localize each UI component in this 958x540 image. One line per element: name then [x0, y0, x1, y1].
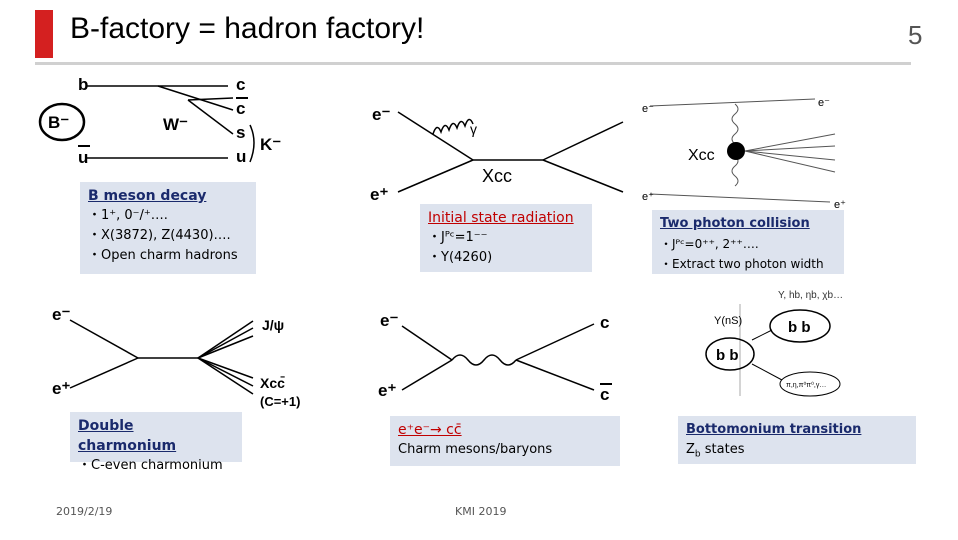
charm-pair-c: c — [600, 313, 609, 332]
isr-xcc: Xcc — [482, 166, 512, 186]
two-photon-line2: ・Extract two photon width — [660, 257, 824, 271]
bottomonium-heading: Bottomonium transition — [686, 422, 862, 437]
double-charmonium-box: Double charmonium ・C-even charmonium — [70, 412, 242, 473]
b-decay-bminus: B⁻ — [48, 113, 69, 132]
charm-pair-cbar: c — [600, 385, 609, 404]
title-divider — [35, 62, 911, 65]
bottomonium-top-label: Y, hb, ηb, χb… — [778, 290, 843, 301]
b-decay-u: u — [236, 147, 246, 166]
two-photon-diagram: e⁻ e⁻ e⁺ e⁺ Xcc — [642, 97, 846, 209]
b-meson-line3: ・Open charm hadrons — [88, 248, 238, 263]
b-decay-wminus: W⁻ — [163, 115, 188, 134]
b-meson-box: B meson decay ・1⁺, 0⁻/⁺…. ・X(3872), Z(44… — [80, 182, 256, 274]
isr-eplus: e⁺ — [370, 185, 388, 204]
charm-pair-diagram: e⁻ e⁺ c c — [378, 311, 612, 404]
two-photon-eminus-in: e⁻ — [642, 103, 654, 115]
bottomonium-box: Bottomonium transition Zb states — [678, 416, 916, 464]
bottomonium-small: π,η,π⁰π⁰,γ… — [786, 381, 826, 389]
charm-pair-eplus: e⁺ — [378, 381, 396, 400]
isr-gamma: γ — [470, 121, 477, 137]
b-decay-ubar: u — [78, 148, 88, 167]
b-decay-b: b — [78, 75, 88, 94]
b-decay-diagram: b u B⁻ W⁻ c c s u K⁻ — [38, 75, 281, 167]
isr-eminus: e⁻ — [372, 105, 390, 124]
double-cplus: (C=+1) — [260, 394, 300, 409]
two-photon-xcc: Xcc — [688, 147, 715, 164]
two-photon-eplus-in: e⁺ — [642, 191, 654, 203]
b-meson-line2: ・X(3872), Z(4430)…. — [88, 228, 231, 243]
isr-line1: ・Jᴾᶜ=1⁻⁻ — [428, 230, 488, 245]
bottomonium-line1: Zb states — [686, 440, 908, 460]
b-decay-c: c — [236, 75, 245, 94]
two-photon-heading: Two photon collision — [660, 216, 810, 231]
isr-diagram: e⁻ e⁺ γ Xcc — [370, 105, 624, 204]
bottomonium-bb-top: b b — [788, 319, 811, 336]
double-eminus: e⁻ — [52, 305, 70, 324]
double-charmonium-diagram: e⁻ e⁺ J/ψ Xcc̄ (C=+1) — [52, 305, 300, 409]
bottomonium-yns: Y(nS) — [714, 315, 742, 327]
footer-conference: KMI 2019 — [455, 505, 507, 518]
b-decay-cbar: c — [236, 99, 245, 118]
b-decay-s: s — [236, 123, 245, 142]
b-decay-kminus: K⁻ — [260, 135, 281, 154]
double-jpsi: J/ψ — [262, 317, 284, 333]
title-accent-bar — [35, 10, 53, 58]
isr-box: Initial state radiation ・Jᴾᶜ=1⁻⁻ ・Y(4260… — [420, 204, 592, 272]
bottomonium-z-sub: b — [694, 449, 701, 460]
page-number: 5 — [908, 20, 923, 50]
page-title: B-factory = hadron factory! — [70, 12, 425, 45]
footer-date: 2019/2/19 — [56, 505, 113, 518]
two-photon-eminus-out: e⁻ — [818, 97, 830, 109]
bottomonium-bb-bottom: b b — [716, 347, 739, 364]
bottomonium-states: states — [700, 442, 745, 457]
b-meson-heading: B meson decay — [88, 188, 207, 204]
charm-box: e⁺e⁻→ cc̄ Charm mesons/baryons — [390, 416, 620, 466]
bottomonium-diagram: Y, hb, ηb, χb… Y(nS) b b b b π,η,π⁰π⁰,γ… — [705, 290, 843, 397]
double-eplus: e⁺ — [52, 379, 70, 398]
isr-heading: Initial state radiation — [428, 210, 574, 226]
double-line1: ・C-even charmonium — [78, 458, 223, 473]
double-heading: Double charmonium — [78, 418, 177, 454]
charm-pair-eminus: e⁻ — [380, 311, 398, 330]
two-photon-line1: ・Jᴾᶜ=0⁺⁺, 2⁺⁺…. — [660, 237, 759, 251]
two-photon-eplus-out: e⁺ — [834, 199, 846, 209]
two-photon-box: Two photon collision ・Jᴾᶜ=0⁺⁺, 2⁺⁺…. ・Ex… — [652, 210, 844, 274]
isr-line2: ・Y(4260) — [428, 250, 493, 265]
charm-heading: e⁺e⁻→ cc̄ — [398, 422, 462, 438]
bottomonium-z: Z — [686, 442, 695, 457]
b-meson-line1: ・1⁺, 0⁻/⁺…. — [88, 208, 168, 223]
charm-line1: Charm mesons/baryons — [398, 442, 553, 457]
double-xcc: Xcc̄ — [260, 374, 286, 391]
